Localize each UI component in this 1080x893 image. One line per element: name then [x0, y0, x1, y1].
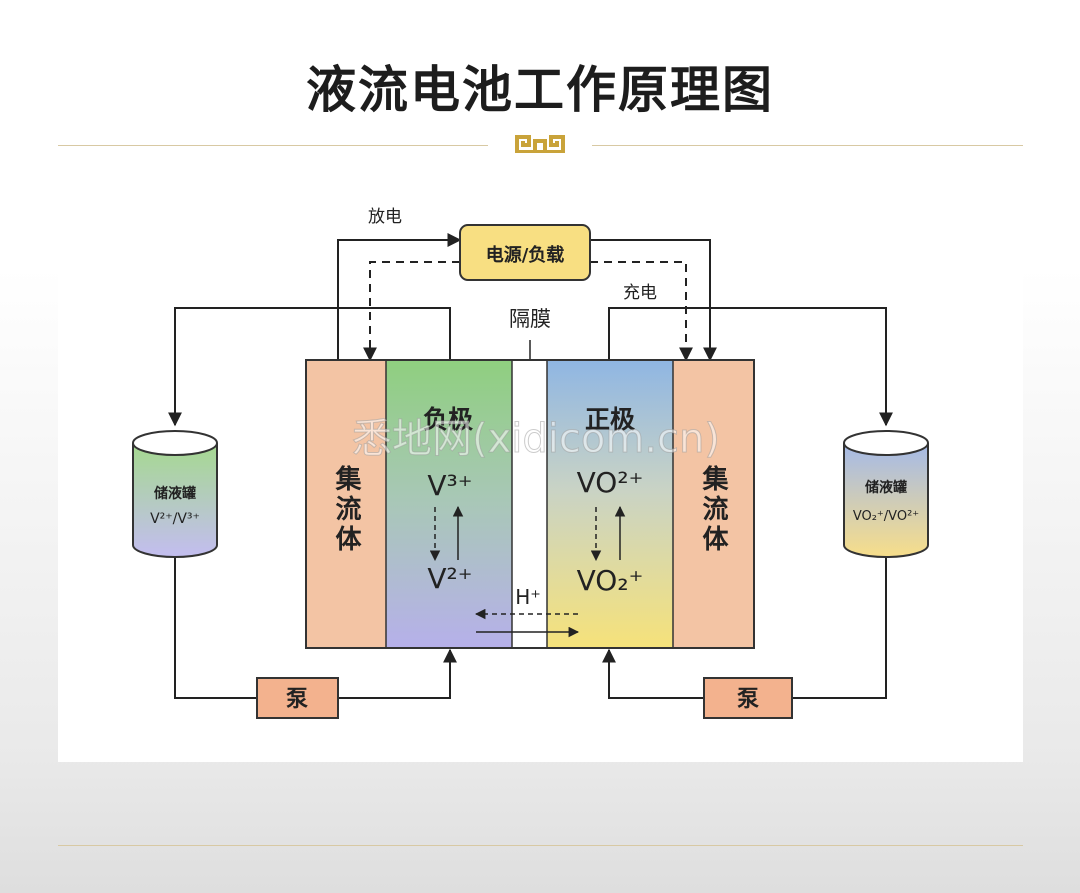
negative-electrode [386, 360, 512, 648]
left-divider-line [58, 145, 488, 146]
flow-battery-diagram: 电源/负载 放电 充电 隔膜 集流体 集流体 负极 正极 V³⁺ V²⁺ VO²… [132, 207, 929, 719]
power-load-label: 电源/负载 [486, 244, 565, 266]
right-collector-label: 集流体 [698, 464, 729, 555]
proton-label: H⁺ [515, 585, 541, 609]
power-load-box [459, 224, 591, 281]
left-tank-species: V²⁺/V³⁺ [150, 511, 200, 527]
right-tank-label: 储液罐 [864, 479, 907, 496]
left-current-collector [306, 360, 386, 648]
negative-species-top: V³⁺ [427, 469, 472, 502]
negative-outlet-pipe [168, 307, 451, 427]
left-pump [256, 677, 339, 719]
left-collector-label: 集流体 [331, 464, 362, 555]
right-divider-line [592, 145, 1023, 146]
discharge-wire-right [590, 239, 717, 362]
right-tank-outlet-pipe [792, 555, 887, 699]
discharge-label: 放电 [368, 207, 402, 227]
bottom-divider-line [58, 845, 1023, 846]
right-storage-tank [843, 443, 929, 558]
diagram-panel: 电源/负载 放电 充电 隔膜 集流体 集流体 负极 正极 V³⁺ V²⁺ VO²… [58, 180, 1023, 762]
charge-label: 充电 [623, 283, 657, 303]
membrane [512, 360, 547, 648]
positive-electrode [547, 360, 673, 648]
cell-frame [305, 359, 755, 649]
watermark: 悉地网(xidicom.cn) [352, 416, 720, 462]
charge-wire-left [363, 261, 460, 362]
charge-wire-right [590, 261, 693, 362]
page-title: 液流电池工作原理图 [306, 61, 774, 119]
right-pump-label: 泵 [737, 687, 759, 712]
positive-inlet-pipe [602, 648, 704, 699]
membrane-label: 隔膜 [509, 307, 551, 331]
right-current-collector [673, 360, 754, 648]
positive-electrode-label: 正极 [585, 405, 635, 434]
left-tank-outlet-pipe [174, 555, 257, 699]
left-tank-label: 储液罐 [153, 485, 196, 502]
gold-ornament-icon [515, 135, 565, 153]
negative-inlet-pipe [338, 648, 457, 699]
right-tank-species: VO₂⁺/VO²⁺ [853, 509, 919, 524]
positive-outlet-pipe [608, 307, 893, 427]
discharge-wire-left [337, 233, 462, 360]
left-storage-tank [132, 443, 218, 558]
right-pump [703, 677, 793, 719]
positive-species-bottom: VO₂⁺ [577, 564, 644, 597]
negative-electrode-label: 负极 [423, 405, 473, 434]
left-pump-label: 泵 [286, 687, 308, 712]
positive-species-top: VO²⁺ [577, 466, 644, 499]
negative-species-bottom: V²⁺ [427, 562, 472, 595]
